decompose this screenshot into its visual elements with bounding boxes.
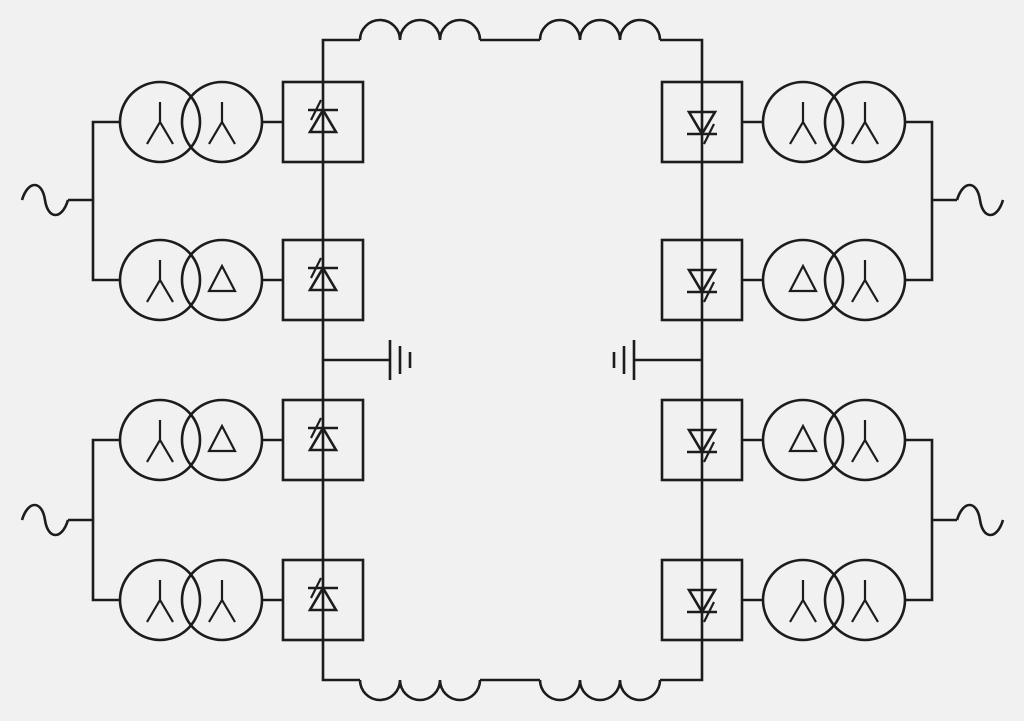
transformer-icon bbox=[118, 238, 264, 322]
ac-source-icon bbox=[955, 503, 1005, 537]
thyristor-valve-icon bbox=[660, 558, 744, 642]
converter-R4 bbox=[660, 558, 907, 642]
converter-R1 bbox=[660, 80, 907, 164]
thyristor-valve-icon bbox=[281, 558, 365, 642]
transformer-icon bbox=[761, 398, 907, 482]
smoothing-reactor-top-left bbox=[358, 18, 482, 41]
smoothing-reactor-bottom-left bbox=[358, 679, 482, 702]
transformer-icon bbox=[761, 80, 907, 164]
transformer-icon bbox=[118, 80, 264, 164]
thyristor-valve-icon bbox=[281, 238, 365, 322]
transformer-icon bbox=[118, 398, 264, 482]
thyristor-valve-icon bbox=[281, 398, 365, 482]
converter-L4 bbox=[118, 558, 365, 642]
ac-feeder-left-top bbox=[20, 120, 120, 282]
ac-source-icon bbox=[955, 183, 1005, 217]
converter-units bbox=[118, 80, 907, 642]
ground-right-icon bbox=[612, 340, 702, 380]
transformer-icon bbox=[118, 558, 264, 642]
ground-left-icon bbox=[323, 340, 412, 380]
thyristor-valve-icon bbox=[660, 238, 744, 322]
dc-line-negative bbox=[321, 600, 704, 702]
converter-R3 bbox=[660, 398, 907, 482]
dc-line-positive bbox=[321, 18, 704, 122]
converter-L2 bbox=[118, 238, 365, 322]
thyristor-valve-icon bbox=[660, 80, 744, 164]
smoothing-reactor-bottom-right bbox=[538, 679, 662, 702]
ac-source-icon bbox=[20, 503, 70, 537]
smoothing-reactor-top-right bbox=[538, 18, 662, 41]
converter-L1 bbox=[118, 80, 365, 164]
transformer-icon bbox=[761, 238, 907, 322]
ac-feeder-left-bottom bbox=[20, 438, 120, 602]
converter-L3 bbox=[118, 398, 365, 482]
ac-source-icon bbox=[20, 183, 70, 217]
ac-feeder-right-bottom bbox=[905, 438, 1005, 602]
ac-feeder-right-top bbox=[905, 120, 1005, 282]
transformer-icon bbox=[761, 558, 907, 642]
converter-R2 bbox=[660, 238, 907, 322]
thyristor-valve-icon bbox=[660, 398, 744, 482]
thyristor-valve-icon bbox=[281, 80, 365, 164]
